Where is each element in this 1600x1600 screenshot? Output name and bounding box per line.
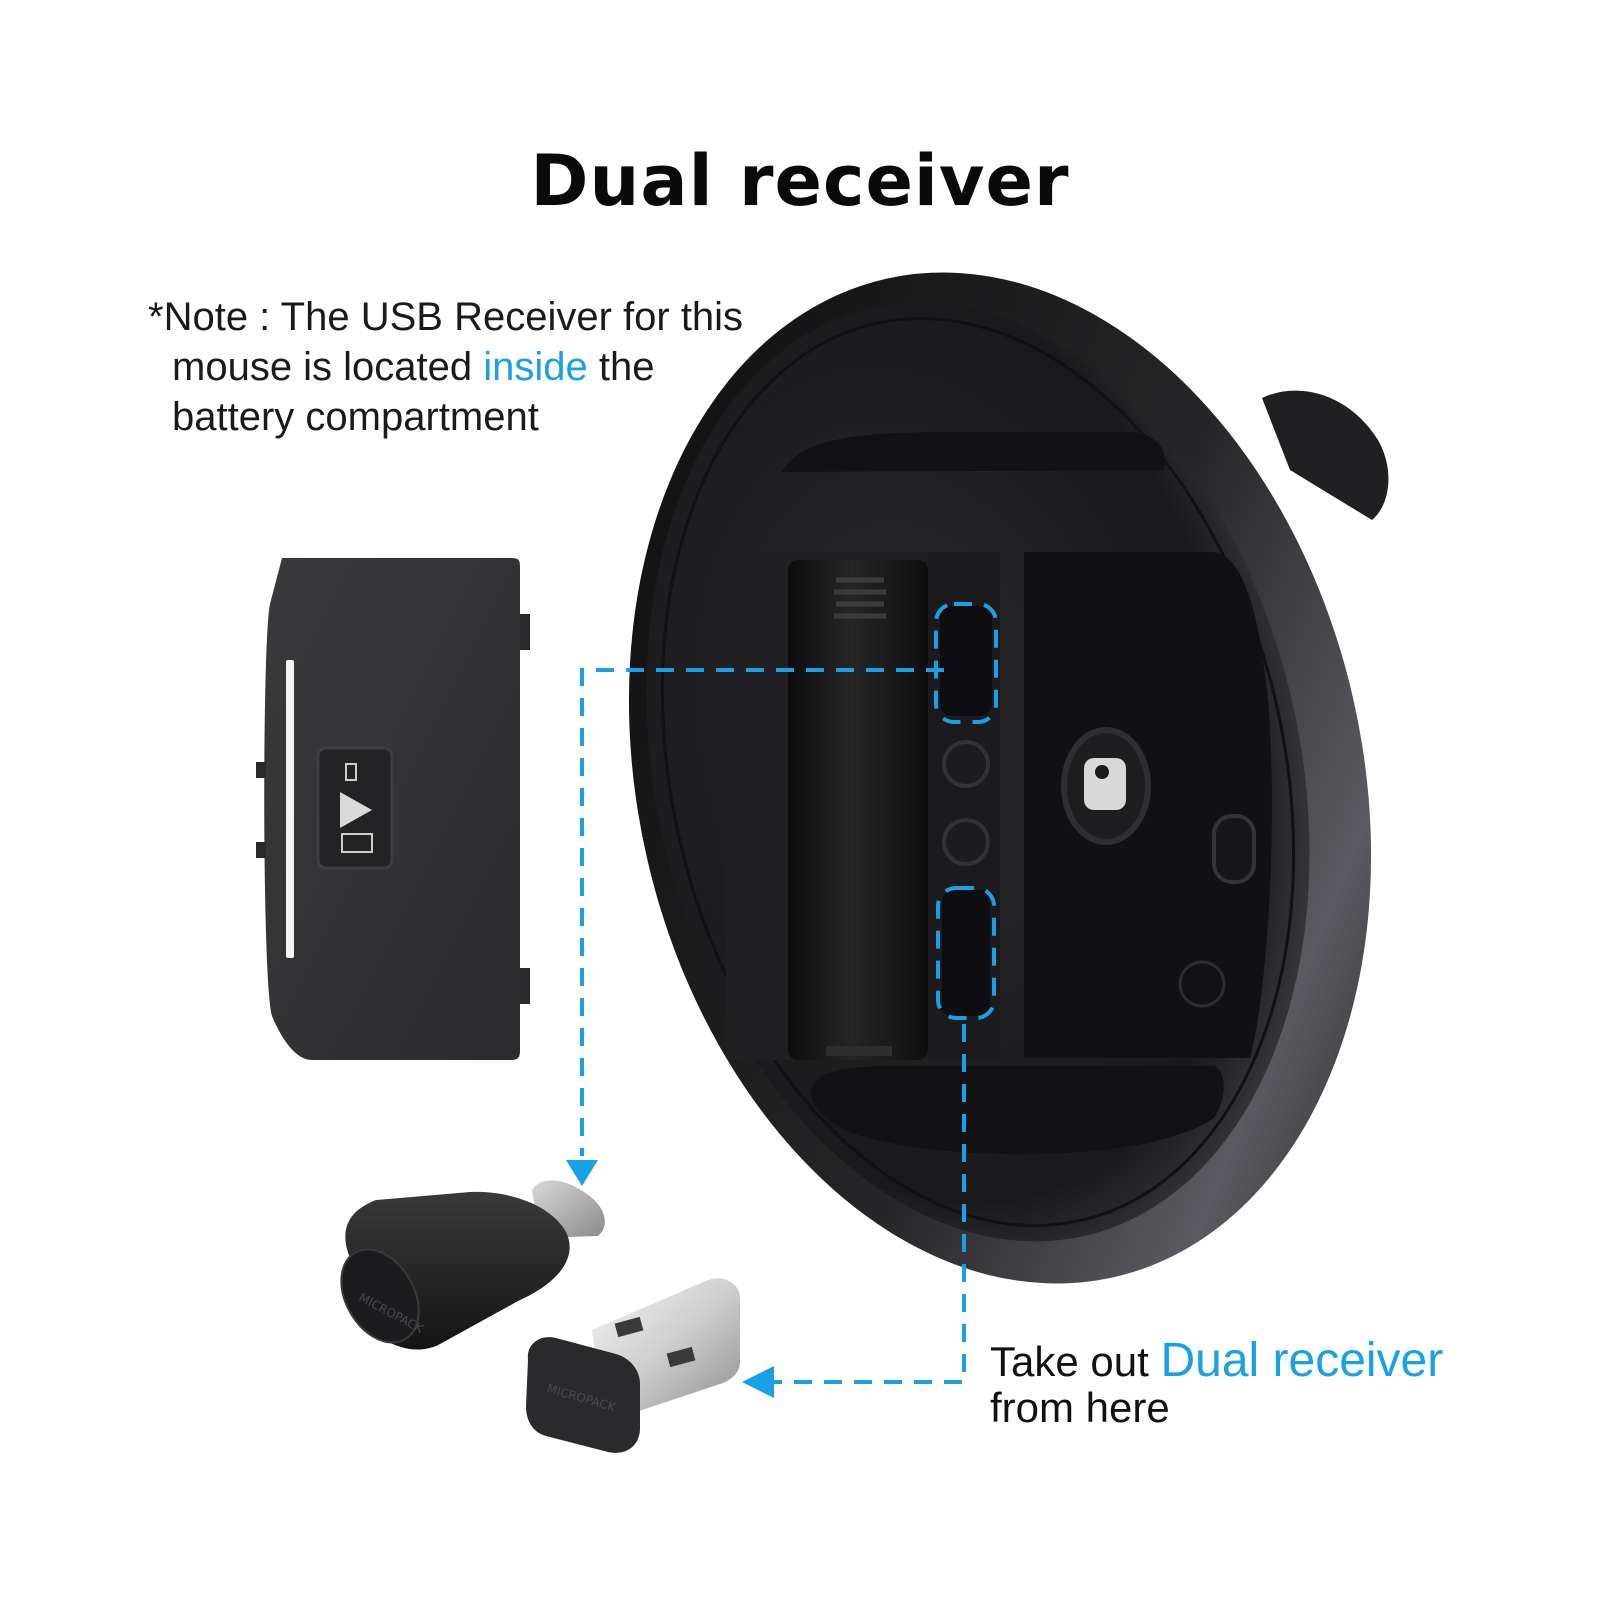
callout-highlight: Dual receiver	[1160, 1334, 1444, 1387]
battery-spring	[834, 577, 886, 619]
mouse-base-inner-ring	[660, 317, 1296, 1227]
recycle-icon-secondary	[942, 818, 990, 866]
dashed-guide-lines	[580, 602, 998, 1384]
note-line-2-end: the	[587, 345, 655, 389]
note-line-2-start: mouse is located	[172, 345, 484, 389]
note-text: *Note : The USB Receiver for this mouse …	[148, 292, 788, 442]
callout-line-1: Take out Dual receiver	[990, 1337, 1550, 1385]
usb-a-receiver: MICROPACK	[526, 1278, 740, 1453]
arrow-left-icon	[742, 1366, 774, 1398]
mouse-underside	[628, 272, 1389, 1284]
callout-text: Take out Dual receiver from here	[990, 1337, 1550, 1431]
note-line-1: *Note : The USB Receiver for this	[148, 295, 744, 339]
battery-symbol-icon	[345, 763, 357, 781]
note-line-2: mouse is located inside the	[148, 342, 788, 392]
aa-battery	[788, 560, 928, 1060]
note-line-3: battery compartment	[172, 395, 539, 439]
callout-prefix: Take out	[990, 1338, 1161, 1385]
note-highlight-word: inside	[483, 345, 588, 389]
usb-a-pin-slot	[614, 1316, 644, 1338]
mouse-thumb-rest	[1262, 390, 1389, 520]
arrow-symbol-icon	[340, 792, 372, 828]
upper-slot-highlight	[934, 602, 998, 724]
usb-a-pin-slot-2	[666, 1346, 696, 1368]
battery-contact-bottom	[826, 1046, 892, 1056]
callout-line-2: from here	[990, 1384, 1170, 1431]
guide-line-to-receivers	[580, 668, 944, 1156]
arrow-down-icon	[566, 1160, 598, 1186]
cover-slot-line	[286, 660, 294, 958]
top-glide-pad	[782, 432, 1165, 472]
recycle-icon	[942, 740, 990, 788]
battery-cover	[256, 558, 530, 1060]
usb-c-receiver: MICROPACK	[340, 1180, 605, 1350]
optical-sensor-lens	[1084, 758, 1126, 810]
guide-line-to-callout	[772, 1024, 966, 1384]
lower-receiver-slot	[942, 890, 990, 1016]
power-switch	[1212, 814, 1256, 884]
lower-slot-highlight	[936, 886, 996, 1020]
receiver-symbol-icon	[341, 833, 373, 853]
pairing-button	[1178, 960, 1226, 1008]
page-title: Dual receiver	[530, 140, 1070, 222]
upper-receiver-slot	[940, 606, 992, 716]
bottom-glide-pad	[811, 1066, 1224, 1155]
optical-sensor-dot	[1095, 765, 1109, 779]
